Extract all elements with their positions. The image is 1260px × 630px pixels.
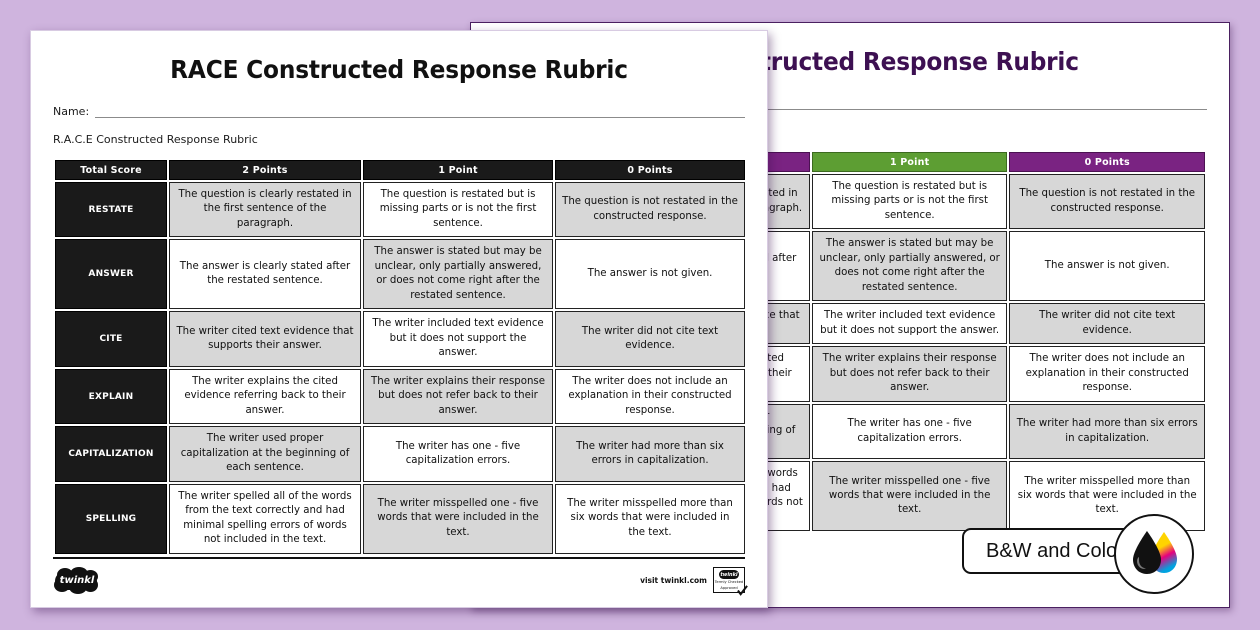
ink-drops-icon <box>1133 531 1177 574</box>
badge-label: B&W and Color <box>986 539 1124 562</box>
cell-r2-c1: The writer included text evidence but it… <box>363 311 553 367</box>
cell-r3-c1-color: The writer explains their response but d… <box>811 346 1008 402</box>
cell-r0-c2-color: The question is not restated in the cons… <box>1009 174 1205 230</box>
cell-r2-c1-color: The writer included text evidence but it… <box>811 303 1008 345</box>
bw-and-color-badge[interactable]: B&W and Color <box>962 514 1194 594</box>
cell-r2-c0: The writer cited text evidence that supp… <box>169 311 361 367</box>
column-header-1-point-color: 1 Point <box>811 152 1008 172</box>
visit-twinkl-text: visit twinkl.com <box>640 575 707 585</box>
cell-r4-c1-color: The writer has one - five capitalization… <box>811 403 1008 460</box>
cell-r3-c2: The writer does not include an explanati… <box>555 368 745 425</box>
cell-r5-c0: The writer spelled all of the words from… <box>169 483 361 554</box>
cell-r2-c2-color: The writer did not cite text evidence. <box>1009 303 1205 345</box>
cell-r1-c2: The answer is not given. <box>555 239 745 310</box>
rubric-table: Total Score 2 Points 1 Point 0 Points RE… <box>53 158 747 556</box>
footer: twinkl visit twinkl.com twinkl Termly Ch… <box>53 557 748 596</box>
column-header-0-points-color: 0 Points <box>1009 152 1205 172</box>
cell-r0-c0: The question is clearly restated in the … <box>169 182 361 238</box>
ink-drop-highlight-icon <box>1137 557 1146 569</box>
column-header-1-point: 1 Point <box>363 160 553 180</box>
name-write-line-color[interactable] <box>535 100 1207 110</box>
cell-r3-c2-color: The writer does not include an explanati… <box>1009 346 1205 402</box>
row-label-spelling: SPELLING <box>55 483 167 554</box>
cell-r2-c2: The writer did not cite text evidence. <box>555 311 745 367</box>
row-label-capitalization: CAPITALIZATION <box>55 426 167 482</box>
cell-r4-c2-color: The writer had more than six errors in c… <box>1009 403 1205 460</box>
cell-r3-c0: The writer explains the cited evidence r… <box>169 368 361 425</box>
stamp-brand: twinkl <box>719 570 739 580</box>
color-sheet-content: RACE Constructed Response Rubric Name: R… <box>471 23 1229 607</box>
row-label-explain: EXPLAIN <box>55 368 167 425</box>
visit-twinkl-group[interactable]: visit twinkl.com twinkl Termly Checked A… <box>640 567 748 596</box>
cell-r1-c0: The answer is clearly stated after the r… <box>169 239 361 310</box>
column-header-total-score: Total Score <box>55 160 167 180</box>
bw-sheet-content: RACE Constructed Response Rubric Name: R… <box>31 31 767 607</box>
cell-r3-c1: The writer explains their response but d… <box>363 368 553 425</box>
cell-r0-c1: The question is restated but is missing … <box>363 182 553 238</box>
badge-ink-circle <box>1114 514 1194 594</box>
cell-r4-c1: The writer has one - five capitalization… <box>363 426 553 482</box>
row-label-cite: CITE <box>55 311 167 367</box>
rubric-table-color: Total Score 2 Points 1 Point 0 Points RE… <box>493 150 1207 533</box>
cell-r0-c1-color: The question is restated but is missing … <box>811 174 1008 230</box>
row-label-answer: ANSWER <box>55 239 167 310</box>
page-title: RACE Constructed Response Rubric <box>170 55 628 84</box>
twinkl-logo-icon[interactable]: twinkl <box>53 566 101 594</box>
name-row: Name: <box>53 105 745 118</box>
twinkl-wordmark: twinkl <box>59 574 95 586</box>
stamp-line-1: Termly Checked <box>714 580 744 585</box>
footer-divider <box>53 557 745 559</box>
cell-r1-c1-color: The answer is stated but may be unclear,… <box>811 231 1008 302</box>
cell-r1-c1: The answer is stated but may be unclear,… <box>363 239 553 310</box>
name-label: Name: <box>53 105 90 118</box>
table-header-row: Total Score 2 Points 1 Point 0 Points <box>55 160 745 180</box>
bw-version-page[interactable]: RACE Constructed Response Rubric Name: R… <box>30 30 768 608</box>
checkmark-icon <box>737 585 748 596</box>
cell-r1-c2-color: The answer is not given. <box>1009 231 1205 302</box>
black-ink-drop-icon <box>1133 531 1161 574</box>
footer-inner: twinkl visit twinkl.com twinkl Termly Ch… <box>53 566 748 596</box>
column-header-2-points: 2 Points <box>169 160 361 180</box>
color-version-page[interactable]: RACE Constructed Response Rubric Name: R… <box>470 22 1230 608</box>
cell-r4-c0: The writer used proper capitalization at… <box>169 426 361 482</box>
twinkl-approved-stamp-icon: twinkl Termly Checked Approved <box>713 567 748 596</box>
row-label-restate: RESTATE <box>55 182 167 238</box>
cell-r5-c1-color: The writer misspelled one - five words t… <box>811 461 1008 532</box>
cell-r4-c2: The writer had more than six errors in c… <box>555 426 745 482</box>
cell-r5-c1: The writer misspelled one - five words t… <box>363 483 553 554</box>
cell-r0-c2: The question is not restated in the cons… <box>555 182 745 238</box>
column-header-0-points: 0 Points <box>555 160 745 180</box>
name-write-line[interactable] <box>95 108 745 118</box>
cell-r5-c2: The writer misspelled more than six word… <box>555 483 745 554</box>
stamp-line-2: Approved <box>720 585 738 590</box>
sub-title: R.A.C.E Constructed Response Rubric <box>53 133 258 146</box>
